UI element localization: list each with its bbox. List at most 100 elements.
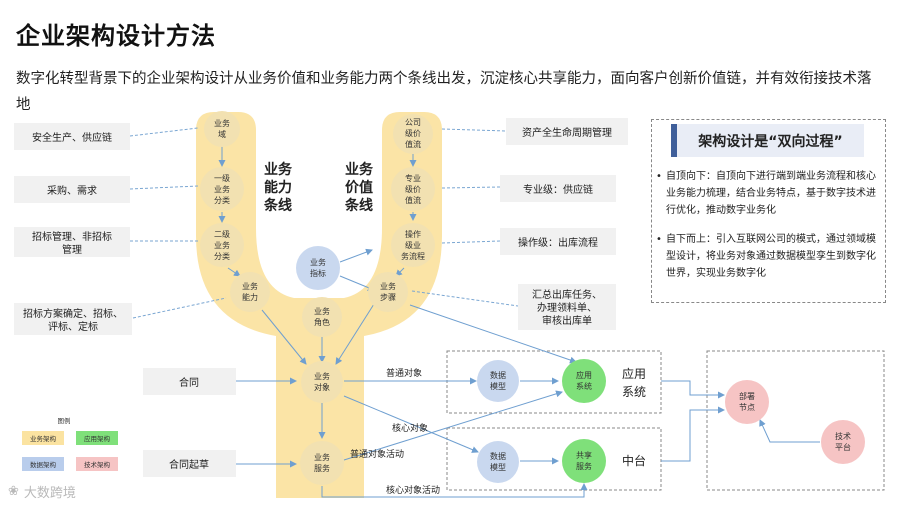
watermark-logo: ❀ 大数跨境 [8, 482, 76, 501]
arrow [227, 267, 241, 277]
ability-line-label: 业务 [264, 161, 293, 178]
node-text: 业务 [214, 118, 230, 128]
left-label: 合同起草 [169, 458, 209, 471]
node-text: 业务 [380, 281, 396, 291]
node-business-role [302, 297, 342, 337]
node-text: 平台 [835, 442, 851, 452]
ability-line-label: 条线 [263, 197, 292, 214]
left-label: 评标、定标 [48, 320, 98, 333]
node-tech-platform [821, 420, 865, 464]
node-text: 一级 [214, 173, 230, 183]
legend-swatch-technology [76, 457, 118, 471]
arrow [759, 419, 820, 443]
node-professional-value-stream [391, 167, 435, 211]
label-box [500, 175, 616, 202]
node-data-model-2 [477, 441, 519, 483]
connector [441, 186, 501, 189]
arrow [661, 380, 725, 399]
app-system-box [446, 350, 662, 414]
node-text: 二级 [214, 229, 230, 239]
legend-title: 图例 [58, 416, 71, 425]
legend-swatch-data [22, 457, 64, 471]
node-text: 业务 [310, 257, 326, 267]
page-title: 企业架构设计方法 [16, 22, 216, 50]
arrow [321, 483, 588, 498]
node-text: 能力 [242, 292, 258, 302]
node-text: 数据 [490, 451, 506, 461]
node-deployment [725, 380, 769, 424]
bullet-top-down: 自顶向下：自顶向下进行端到端业务流程和核心业务能力梳理，结合业务特点，基于数字技… [656, 168, 878, 219]
node-text: 数据 [490, 370, 506, 380]
left-label: 管理 [62, 243, 82, 256]
node-text: 步骤 [380, 293, 396, 302]
value-line-label: 价值 [345, 179, 373, 196]
legend: 图例 业务架构 应用架构 数据架构 技术架构 [22, 416, 118, 471]
tech-box [706, 350, 885, 491]
bullet-bottom-up: 自下而上：引入互联网公司的模式，通过领域模型设计，将业务对象通过数据模型孪生到数… [656, 231, 878, 282]
node-text: 节点 [739, 403, 755, 412]
bullet-text: 自顶向下：自顶向下进行端到端业务流程和核心业务能力梳理，结合业务特点，基于数字技… [666, 171, 876, 216]
edge-label: 核心对象 [392, 422, 428, 434]
node-data-model-1 [477, 360, 519, 402]
node-text: 应用 [576, 370, 592, 380]
node-text: 对象 [314, 382, 330, 392]
node-text: 公司 [405, 118, 421, 127]
arrow [339, 248, 373, 263]
node-text: 级价 [405, 128, 421, 138]
legend-swatch-application [76, 431, 118, 445]
node-text: 指标 [310, 268, 326, 278]
left-label: 合同 [179, 376, 199, 389]
node-text: 技术 [835, 431, 851, 441]
left-label: 招标管理、非招标 [32, 230, 112, 243]
left-label: 采购、需求 [47, 184, 97, 197]
node-text: 模型 [490, 462, 506, 472]
legend-item: 业务架构 [30, 434, 57, 443]
label-box [506, 118, 628, 145]
value-line-label: 业务 [345, 161, 374, 178]
edge-label: 核心对象活动 [386, 484, 440, 496]
node-business-domain [204, 111, 240, 147]
arrow [409, 304, 577, 364]
node-level2-category [200, 223, 244, 267]
node-text: 值流 [405, 195, 421, 205]
middle-platform-box [446, 427, 662, 491]
node-company-value-stream [393, 114, 433, 154]
node-text: 共享 [576, 450, 592, 460]
node-text: 业务 [314, 371, 330, 381]
connector [132, 297, 227, 319]
legend-swatch-business [22, 431, 64, 445]
label-box [14, 227, 130, 257]
node-text: 业务 [314, 306, 330, 316]
node-text: 操作 [405, 229, 421, 239]
right-label: 汇总出库任务、 [532, 288, 602, 301]
node-business-object [301, 361, 343, 403]
label-box [143, 450, 236, 477]
node-text: 值流 [405, 139, 421, 149]
node-text: 分类 [214, 195, 230, 205]
page-subtitle: 数字化转型背景下的企业架构设计从业务价值和业务能力两个条线出发，沉淀核心共享能力… [16, 71, 872, 113]
arrow [339, 275, 375, 291]
node-text: 级业 [405, 240, 421, 250]
edge-label: 普通对象 [386, 367, 422, 379]
legend-item: 技术架构 [84, 460, 111, 469]
node-level1-category [200, 167, 244, 211]
node-text: 服务 [314, 463, 330, 473]
node-text: 系统 [576, 381, 592, 391]
node-text: 业务 [214, 240, 230, 250]
node-text: 域 [218, 129, 226, 139]
label-box [14, 176, 130, 203]
box-label: 应用 [622, 366, 646, 381]
arrow [661, 406, 725, 462]
node-text: 分类 [214, 251, 230, 261]
node-text: 业务 [242, 281, 258, 291]
connector [129, 185, 199, 190]
connector [129, 127, 199, 137]
connector [441, 240, 501, 244]
node-text: 服务 [576, 461, 592, 471]
label-box [14, 303, 132, 335]
right-label: 审核出库单 [542, 314, 592, 327]
node-operation-process [391, 223, 435, 267]
legend-item: 应用架构 [84, 434, 111, 443]
arrow [261, 309, 307, 365]
